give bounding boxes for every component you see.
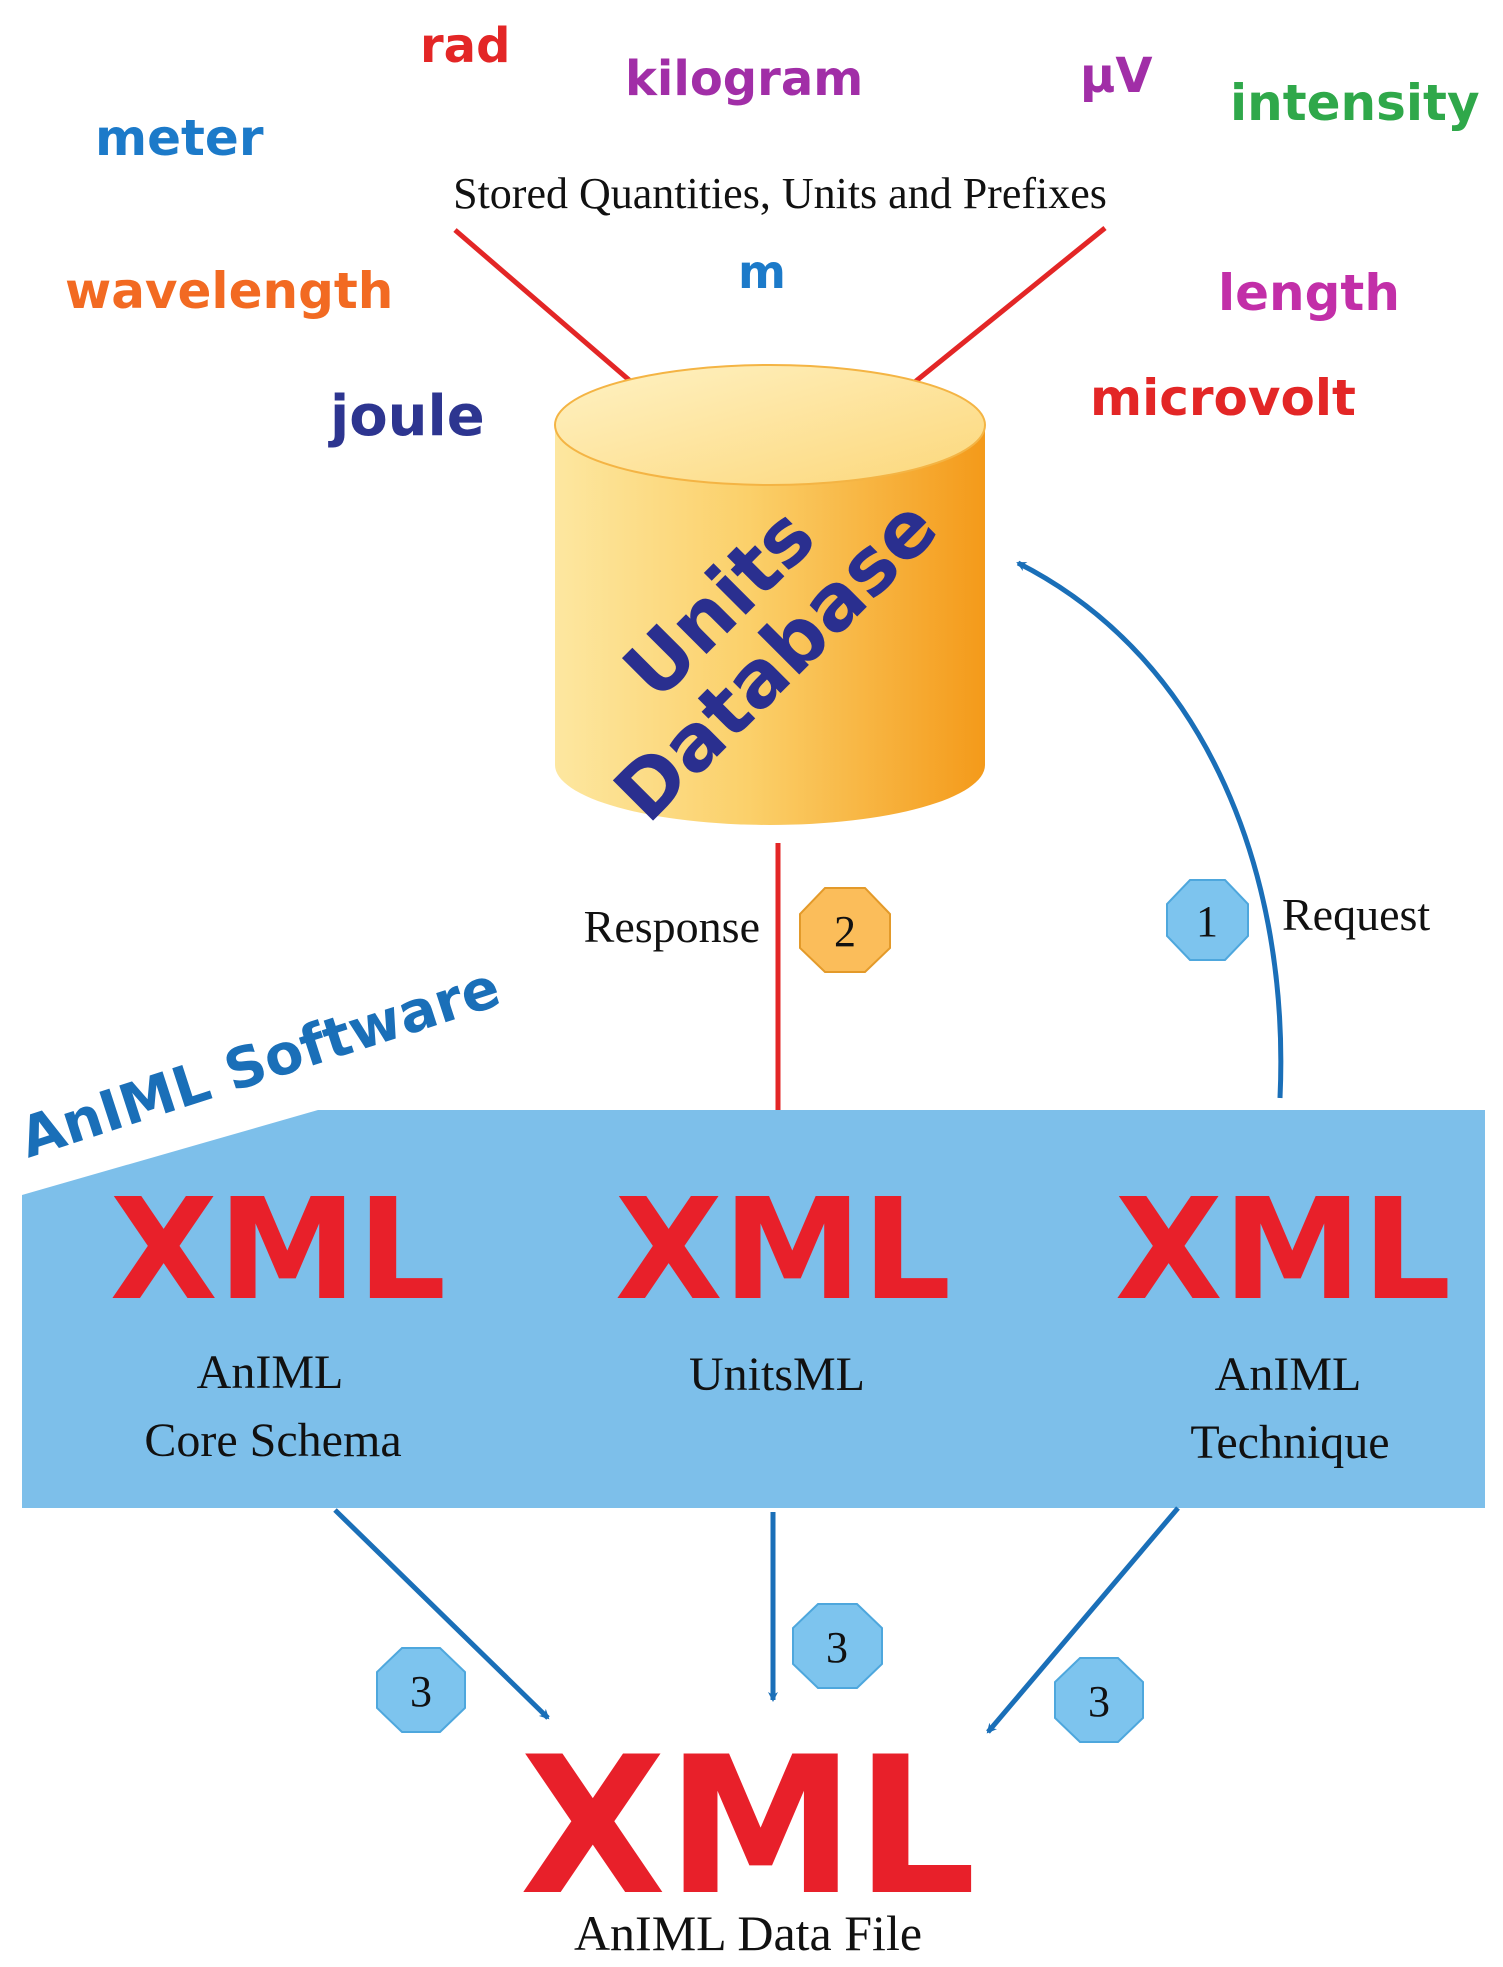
badge-output-left-number: 3 <box>410 1667 432 1716</box>
badge-output-center <box>792 1603 883 1689</box>
component-unitsml-line1: UnitsML <box>689 1348 865 1401</box>
xml-mark-output: XML <box>520 1716 977 1937</box>
stored-arrow-left <box>453 228 652 400</box>
output-data-file-label: AnIML Data File <box>574 1905 922 1961</box>
badge-request-number: 1 <box>1196 897 1218 946</box>
unit-word-uv: µV <box>1080 48 1152 104</box>
unit-word-kilogram: kilogram <box>625 51 863 107</box>
unit-word-microvolt: microvolt <box>1090 369 1356 427</box>
unit-word-length: length <box>1218 264 1400 322</box>
request-arrow <box>1016 560 1284 1099</box>
response-label: Response <box>584 901 760 952</box>
component-technique-line2: Technique <box>1190 1416 1389 1469</box>
units-database-cylinder <box>554 364 986 825</box>
stored-quantities-label: Stored Quantities, Units and Prefixes <box>453 169 1107 218</box>
unit-word-wavelength: wavelength <box>65 262 393 320</box>
badge-request <box>1166 879 1249 961</box>
stored-arrow-right <box>893 226 1107 400</box>
unit-word-intensity: intensity <box>1230 74 1480 132</box>
xml-mark-unitsml: XML <box>615 1169 951 1332</box>
unit-word-joule: joule <box>328 384 485 449</box>
badge-output-right-number: 3 <box>1088 1677 1110 1726</box>
unit-word-rad: rad <box>420 18 510 74</box>
component-technique-line1: AnIML <box>1215 1348 1362 1401</box>
badge-output-center-number: 3 <box>826 1623 848 1672</box>
xml-mark-core: XML <box>110 1169 446 1332</box>
badge-output-right <box>1054 1657 1144 1743</box>
unit-word-m: m <box>738 245 786 299</box>
badge-response <box>799 887 891 973</box>
animl-software-panel <box>22 1110 1485 1508</box>
badge-output-left <box>376 1647 466 1733</box>
component-core-line1: AnIML <box>197 1346 344 1399</box>
unit-word-meter: meter <box>95 109 264 167</box>
badge-response-number: 2 <box>834 907 856 956</box>
xml-mark-technique: XML <box>1115 1169 1451 1332</box>
request-label: Request <box>1282 889 1430 940</box>
component-core-line2: Core Schema <box>144 1414 401 1467</box>
output-arrow-right <box>986 1506 1180 1734</box>
output-arrow-left <box>333 1508 550 1720</box>
